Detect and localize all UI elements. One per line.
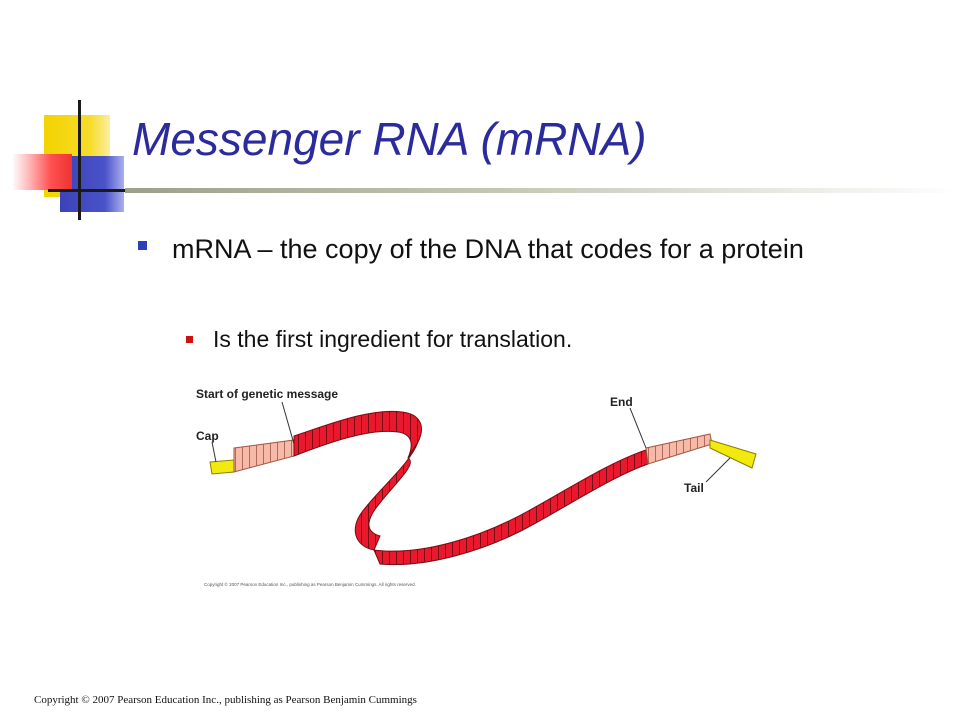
coding-ribbon-top: [293, 410, 422, 459]
cap-leader-line: [211, 441, 217, 463]
label-tail: Tail: [684, 481, 704, 495]
coding-ribbon-bottom: [373, 449, 649, 566]
figure-credit: Copyright © 2007 Pearson Education Inc.,…: [204, 581, 416, 587]
label-start: Start of genetic message: [196, 387, 338, 401]
decorative-squares: [0, 0, 140, 230]
cap-segment: [209, 459, 235, 475]
start-leader-line: [281, 401, 295, 445]
title-underline: [125, 188, 960, 193]
utr-5-prime: [233, 439, 295, 473]
mrna-diagram: Start of genetic message Cap End Tail Co…: [196, 387, 757, 587]
label-cap: Cap: [196, 429, 219, 443]
bullet-text: mRNA – the copy of the DNA that codes fo…: [172, 234, 804, 264]
tail-segment: [709, 439, 757, 469]
slide-title: Messenger RNA (mRNA): [132, 113, 647, 165]
utr-3-prime: [645, 433, 713, 465]
bullet-square-icon: [138, 241, 147, 250]
red-square: [12, 154, 72, 190]
decorative-horizontal-line: [48, 189, 128, 192]
end-leader-line: [629, 407, 647, 449]
label-end: End: [610, 395, 633, 409]
decorative-vertical-line: [78, 100, 81, 220]
tail-leader-line: [705, 457, 731, 483]
sub-bullet-square-icon: [186, 336, 193, 343]
coding-ribbon-loop: [354, 441, 419, 551]
footer-copyright: Copyright © 2007 Pearson Education Inc.,…: [34, 694, 417, 706]
sub-bullet-text: Is the first ingredient for translation.: [213, 326, 573, 352]
